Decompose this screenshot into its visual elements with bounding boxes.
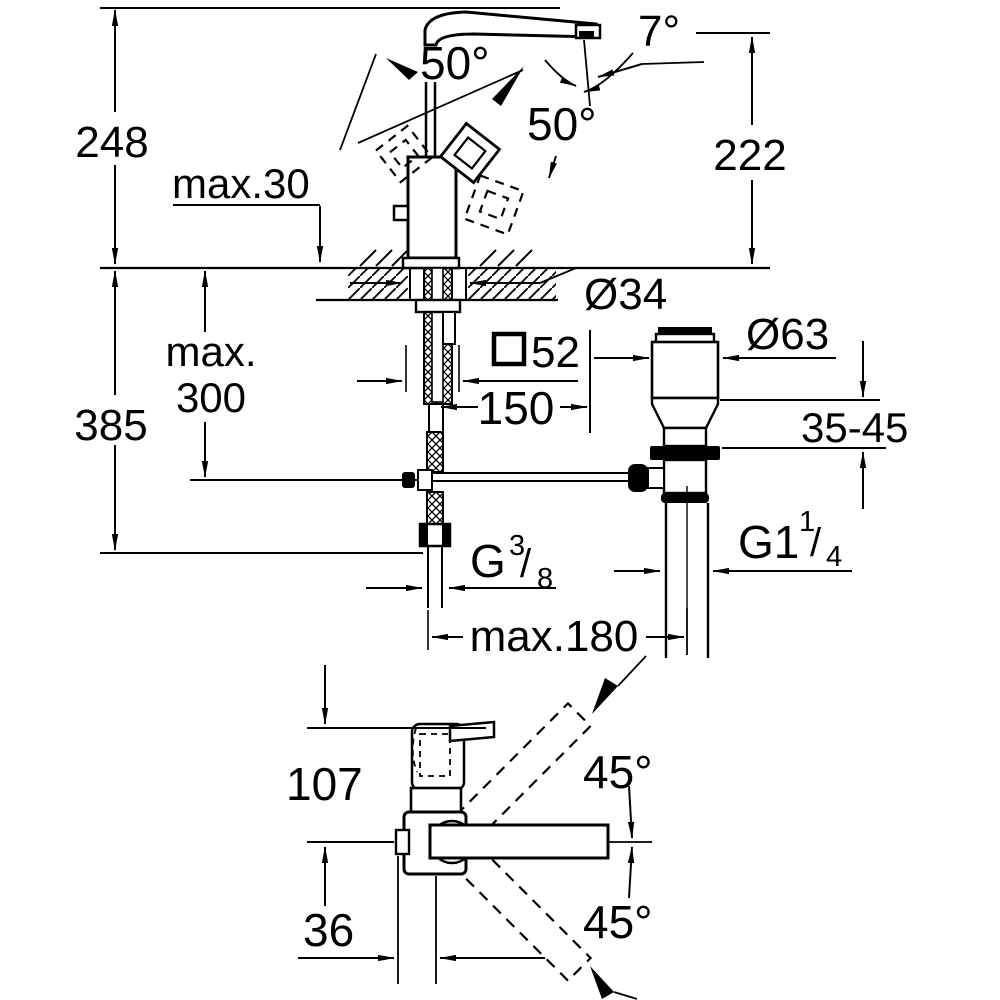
waste-thread-num: 1 (799, 506, 815, 538)
dim-supply-thread: G 3 / 8 (470, 530, 553, 595)
dim-clamp-range: 35-45 (801, 404, 908, 451)
swivel-arc-arrow-lower (590, 966, 614, 999)
rod-joint (647, 467, 665, 489)
dim-below-deck: 385 (74, 401, 147, 450)
body-side-tab (392, 204, 410, 222)
dim-handle-angle-right: 50° (527, 98, 597, 150)
supply-thread-g: G (470, 535, 506, 587)
dim-depth-max-1: max. (165, 328, 256, 375)
handle-angle-annotation (339, 52, 634, 179)
dim-projection: 150 (478, 382, 555, 434)
waste-plug-top (658, 327, 712, 334)
dim-square-size: 52 (531, 328, 580, 377)
supply-thread-slash: / (520, 542, 532, 586)
dim-overall-height: 248 (75, 118, 148, 167)
dim-waste-thread: G1 1 / 4 (738, 506, 842, 573)
shank-and-hoses (402, 267, 633, 650)
handle-top (410, 720, 496, 792)
base-flange (401, 256, 461, 270)
top-labels: 107 36 45° 45° (286, 746, 653, 956)
surface-hatch-ticks (359, 249, 533, 267)
top-view: 107 36 45° 45° (286, 655, 653, 1000)
waste-thread-g: G1 (738, 516, 799, 568)
rod-connector-top (394, 828, 411, 856)
dim-deck-max: max.30 (172, 160, 310, 207)
mounting-washer (414, 298, 462, 314)
rod-ball-knob (628, 464, 648, 492)
waste-thread-slash: / (810, 521, 822, 565)
top-dimensions (298, 665, 635, 984)
dim-spout-angle: 7° (638, 7, 680, 56)
dim-swivel-lower: 45° (583, 896, 653, 948)
dim-hole-dia: Ø34 (584, 270, 667, 319)
rod-tee (417, 469, 433, 491)
waste-head (650, 340, 720, 400)
swivel-position-lower-dashed (454, 844, 593, 983)
swivel-arc-arrow-upper (592, 678, 618, 714)
dim-rod-max: max.180 (470, 612, 639, 661)
waste-flange (650, 396, 720, 430)
supply-thread-num: 3 (509, 530, 525, 562)
waste-locknut (650, 446, 720, 460)
front-view (100, 10, 770, 658)
dim-front-offset: 107 (286, 758, 363, 810)
waste-thread-den: 4 (826, 541, 842, 573)
dim-depth-max-2: 300 (176, 374, 246, 421)
front-dimensions (100, 7, 886, 655)
spout-angle-annotation (544, 39, 705, 107)
pop-up-waste (628, 327, 720, 658)
mounting-stud (442, 311, 456, 345)
handle-position-left-dashed (374, 124, 434, 184)
supply-thread-den: 8 (537, 563, 553, 595)
faucet-body-front (374, 10, 602, 270)
handle-cube (438, 121, 502, 185)
dim-waste-dia: Ø63 (746, 310, 829, 359)
spout-top (428, 823, 610, 860)
front-labels: 248 max.30 50° 50° 7° 222 max. 300 385 Ø… (74, 7, 908, 661)
dim-outlet-height: 222 (713, 131, 786, 180)
handle-position-down-dashed (463, 174, 525, 236)
waste-seal (661, 493, 709, 503)
dim-swivel-upper: 45° (583, 746, 653, 798)
aerator (579, 31, 594, 38)
pop-up-rod (417, 472, 633, 482)
square-symbol-icon (491, 331, 527, 367)
dim-handle-angle-left: 50° (420, 37, 490, 89)
dim-rod-offset: 36 (303, 904, 354, 956)
